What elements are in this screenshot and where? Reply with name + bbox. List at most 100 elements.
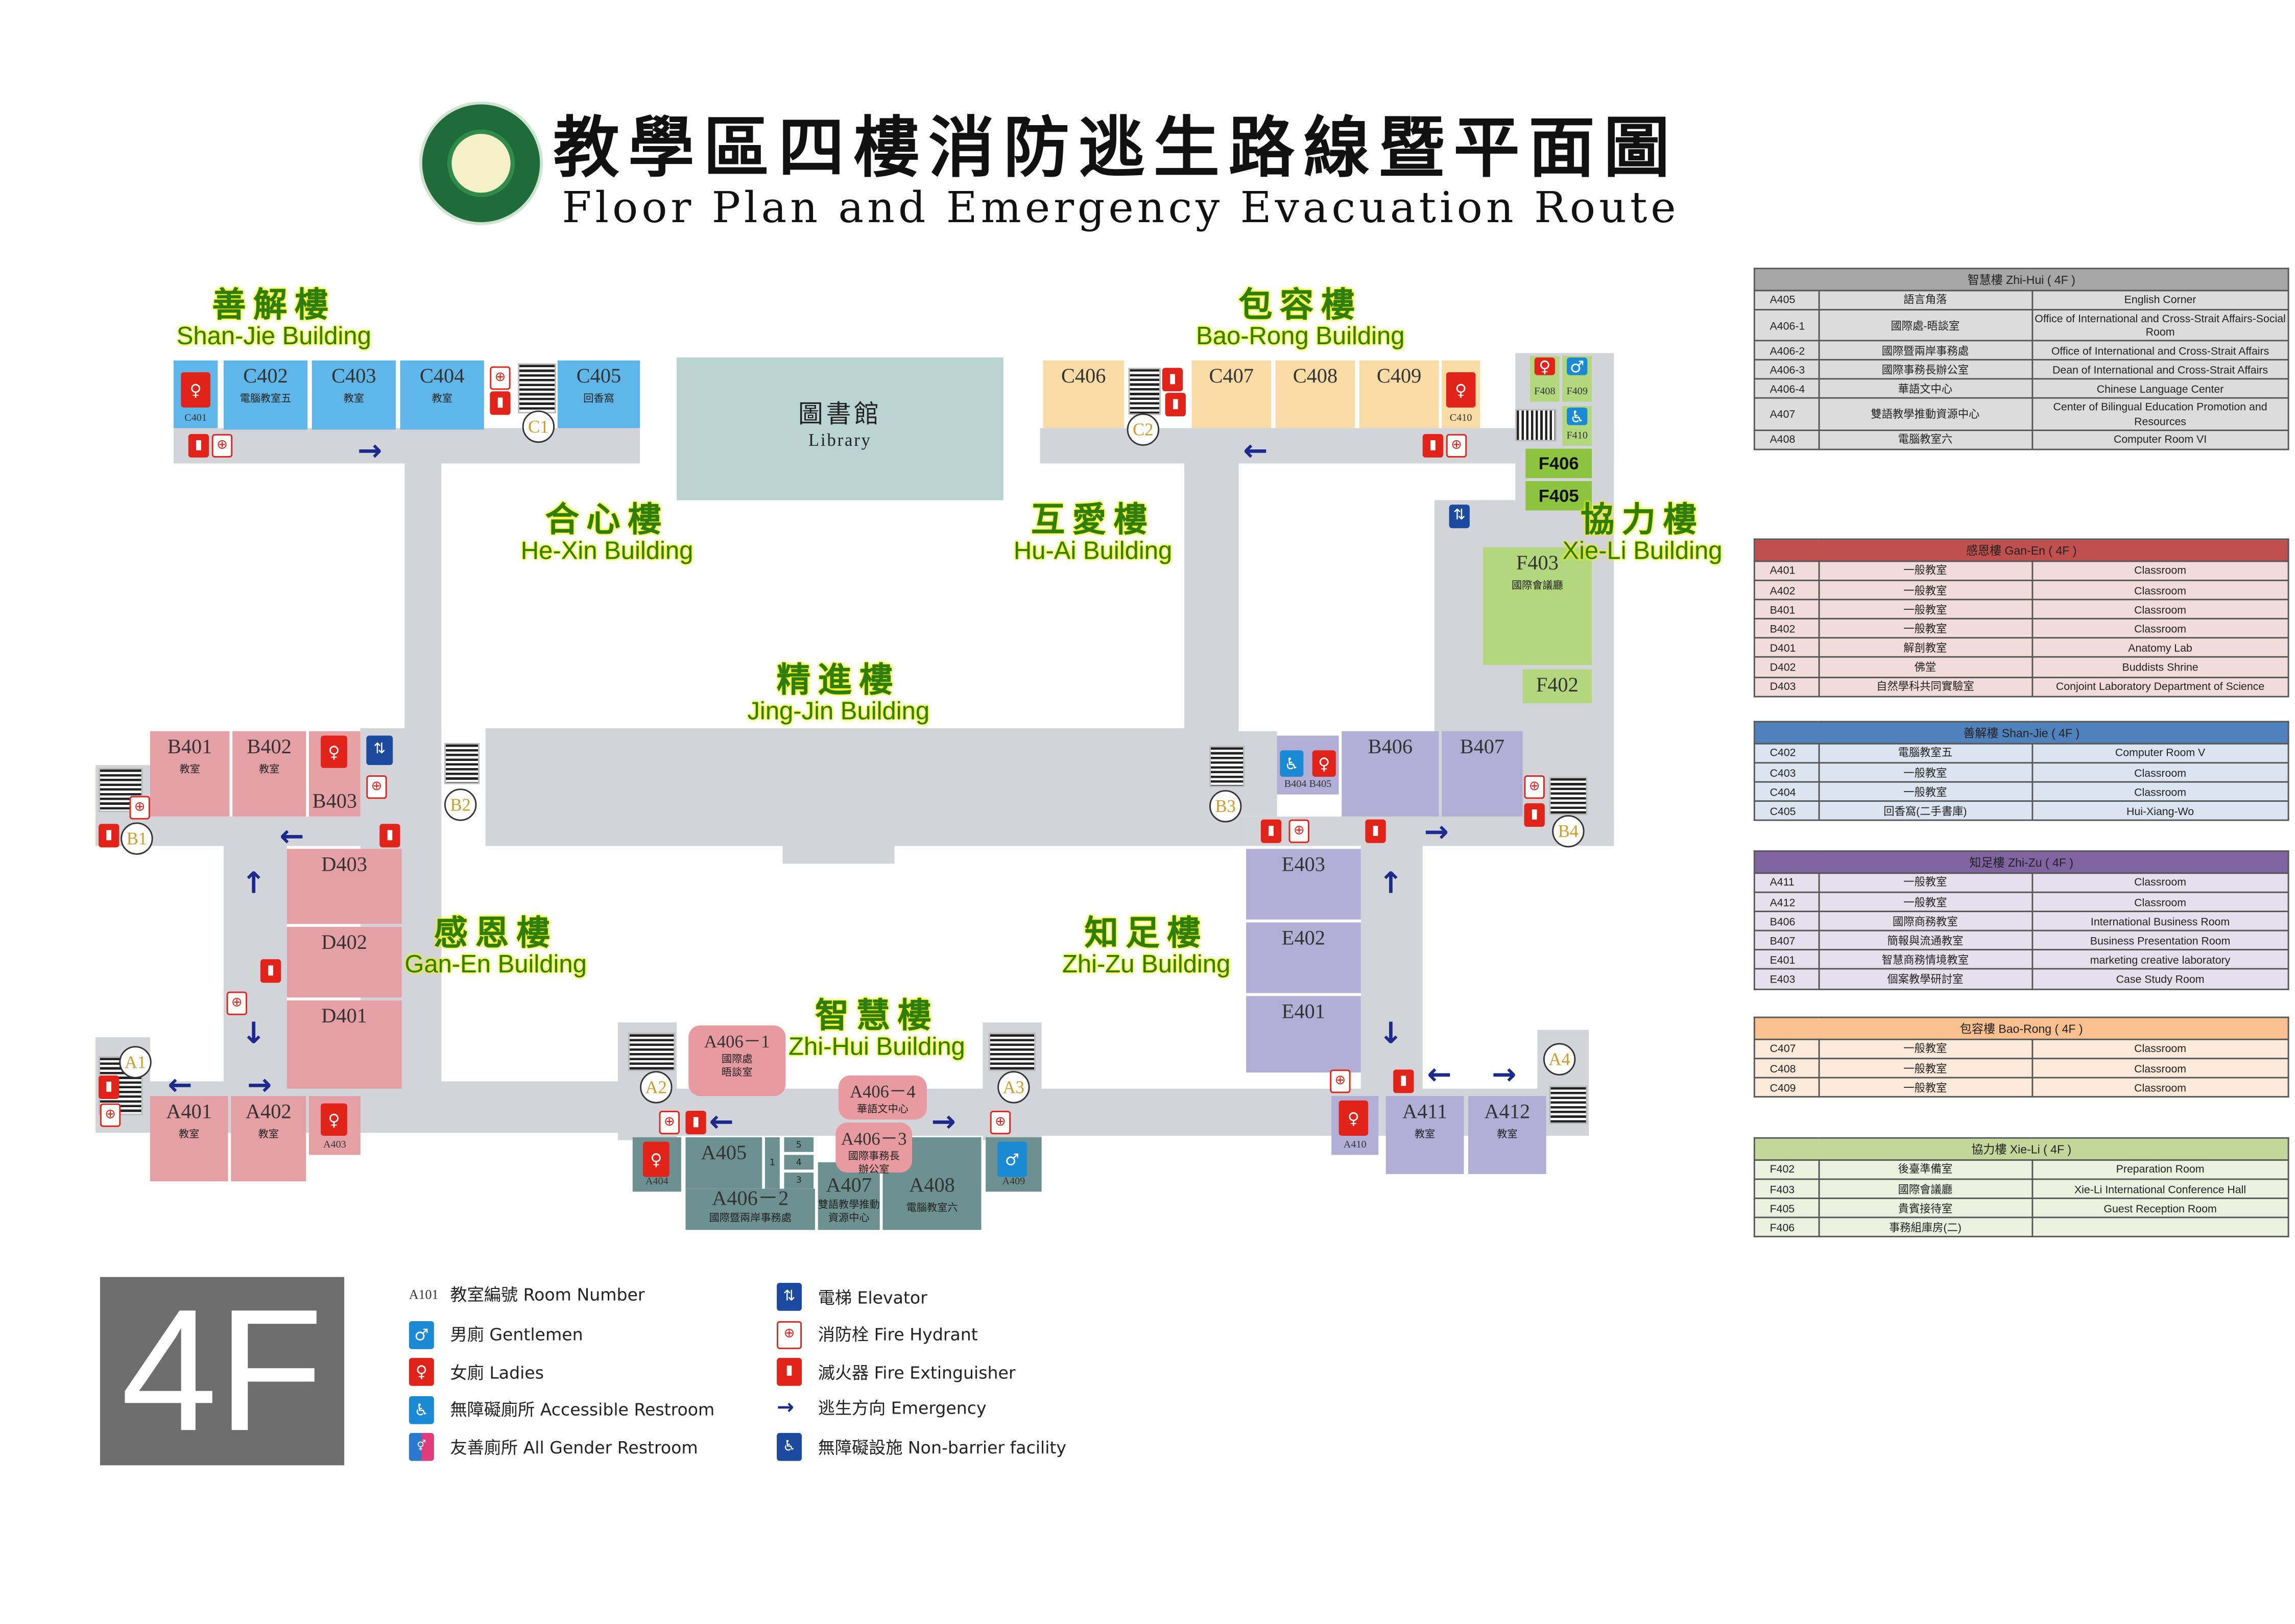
corridor bbox=[173, 428, 640, 464]
room-number: E403 bbox=[1281, 854, 1325, 877]
room-C407: C407 bbox=[1191, 360, 1272, 428]
women-restroom-icon: ♀ bbox=[1338, 1100, 1369, 1136]
room-number: A404 bbox=[645, 1176, 668, 1188]
room-number: C408 bbox=[1293, 366, 1338, 389]
table-cell: Dean of International and Cross-Strait A… bbox=[2031, 359, 2289, 380]
room-number: B406 bbox=[1368, 737, 1413, 759]
table-cell: Anatomy Lab bbox=[2031, 637, 2289, 659]
stairs-icon bbox=[518, 363, 556, 414]
elevator-icon: ⇅ bbox=[777, 1283, 802, 1311]
men-restroom-icon: ♂ bbox=[1567, 357, 1588, 375]
table-cell: 語言角落 bbox=[1818, 290, 2033, 311]
corridor bbox=[782, 846, 895, 864]
room-number: B401 bbox=[167, 737, 212, 759]
fire-extinguisher-icon: ▮ bbox=[490, 391, 511, 415]
fire-hydrant-icon: ⊕ bbox=[1288, 819, 1309, 843]
room-number: A411 bbox=[1402, 1102, 1448, 1124]
exit-marker-C1: C1 bbox=[522, 410, 555, 443]
table-cell: C402 bbox=[1753, 743, 1820, 764]
table-cell: A407 bbox=[1753, 398, 1820, 431]
table-cell: Office of International and Cross-Strait… bbox=[2031, 340, 2289, 361]
table-cell: Buddists Shrine bbox=[2031, 657, 2289, 678]
table-cell: 一般教室 bbox=[1818, 872, 2033, 893]
table-title: 協力樓 Xie-Li ( 4F ) bbox=[1753, 1137, 2289, 1161]
table-cell: English Corner bbox=[2031, 290, 2289, 311]
table-cell: Hui-Xiang-Wo bbox=[2031, 800, 2289, 822]
table-cell: 佛堂 bbox=[1818, 657, 2033, 678]
table-title: 感恩樓 Gan-En ( 4F ) bbox=[1753, 538, 2289, 562]
room-number: A409 bbox=[1002, 1176, 1025, 1188]
evacuation-arrow-icon: → bbox=[1424, 814, 1449, 849]
library-name-en: Library bbox=[808, 429, 872, 450]
room-number: D403 bbox=[321, 854, 367, 877]
table-cell: Guest Reception Room bbox=[2031, 1198, 2289, 1219]
room-number: D402 bbox=[321, 933, 367, 955]
room-number: E402 bbox=[1281, 928, 1325, 950]
room-F402: F402 bbox=[1522, 669, 1592, 704]
table-header: 包容樓 Bao-Rong ( 4F ) bbox=[1753, 1016, 2289, 1040]
legend-item-emergency-arrow: →逃生方向 Emergency bbox=[777, 1395, 987, 1419]
room-F405: F405 bbox=[1525, 481, 1592, 511]
table-cell: Conjoint Laboratory Department of Scienc… bbox=[2031, 676, 2289, 697]
room-A402: A402 教室 bbox=[231, 1096, 306, 1182]
table-cell: Classroom bbox=[2031, 580, 2289, 601]
small-room: 4 bbox=[784, 1155, 814, 1170]
fire-extinguisher-icon: ▮ bbox=[99, 824, 119, 848]
table-cell: 後臺準備室 bbox=[1818, 1159, 2033, 1180]
legend-label: 逃生方向 Emergency bbox=[818, 1397, 987, 1418]
room-number: C409 bbox=[1376, 366, 1422, 389]
room-number: A403 bbox=[323, 1139, 346, 1151]
room-number: A402 bbox=[245, 1102, 292, 1124]
women-restroom-icon: ♀ bbox=[1534, 357, 1556, 375]
table-cell: 貴賓接待室 bbox=[1818, 1198, 2033, 1219]
table-cell: Preparation Room bbox=[2031, 1159, 2289, 1180]
fire-extinguisher-icon: ▮ bbox=[1393, 1069, 1414, 1093]
fire-hydrant-icon: ⊕ bbox=[129, 796, 150, 820]
room-number: C401 bbox=[184, 412, 207, 424]
table-cell: 國際商務教室 bbox=[1818, 911, 2033, 932]
table-cell: B407 bbox=[1753, 930, 1820, 951]
table-cell: Classroom bbox=[2031, 599, 2289, 620]
table-header: 知足樓 Zhi-Zu ( 4F ) bbox=[1753, 850, 2289, 874]
room-D403: D403 bbox=[286, 849, 402, 924]
legend-item-fire-hydrant: ⊕消防栓 Fire Hydrant bbox=[777, 1320, 978, 1349]
table-cell: 一般教室 bbox=[1818, 580, 2033, 601]
room-name: 教室 bbox=[258, 1129, 279, 1141]
elevator-icon: ⇅ bbox=[1449, 505, 1470, 529]
table-cell: 一般教室 bbox=[1818, 1058, 2033, 1079]
table-cell: A406-4 bbox=[1753, 378, 1820, 400]
room-number: A407 bbox=[826, 1175, 872, 1198]
room-name: 國際暨兩岸事務處 bbox=[709, 1212, 792, 1224]
table-cell: Classroom bbox=[2031, 1038, 2289, 1060]
table-title: 善解樓 Shan-Jie ( 4F ) bbox=[1753, 721, 2289, 745]
legend-label: 教室編號 Room Number bbox=[450, 1284, 645, 1305]
room-number: C410 bbox=[1449, 412, 1472, 424]
table-cell: 智慧商務情境教室 bbox=[1818, 949, 2033, 970]
table-cell bbox=[2031, 1217, 2289, 1238]
table-cell: Classroom bbox=[2031, 618, 2289, 639]
exit-marker-C2: C2 bbox=[1127, 413, 1160, 446]
room-E403: E403 bbox=[1246, 849, 1361, 920]
table-cell: C403 bbox=[1753, 762, 1820, 783]
room-F406: F406 bbox=[1525, 448, 1592, 479]
table-cell: 一般教室 bbox=[1818, 599, 2033, 620]
exit-marker-B1: B1 bbox=[121, 822, 153, 855]
